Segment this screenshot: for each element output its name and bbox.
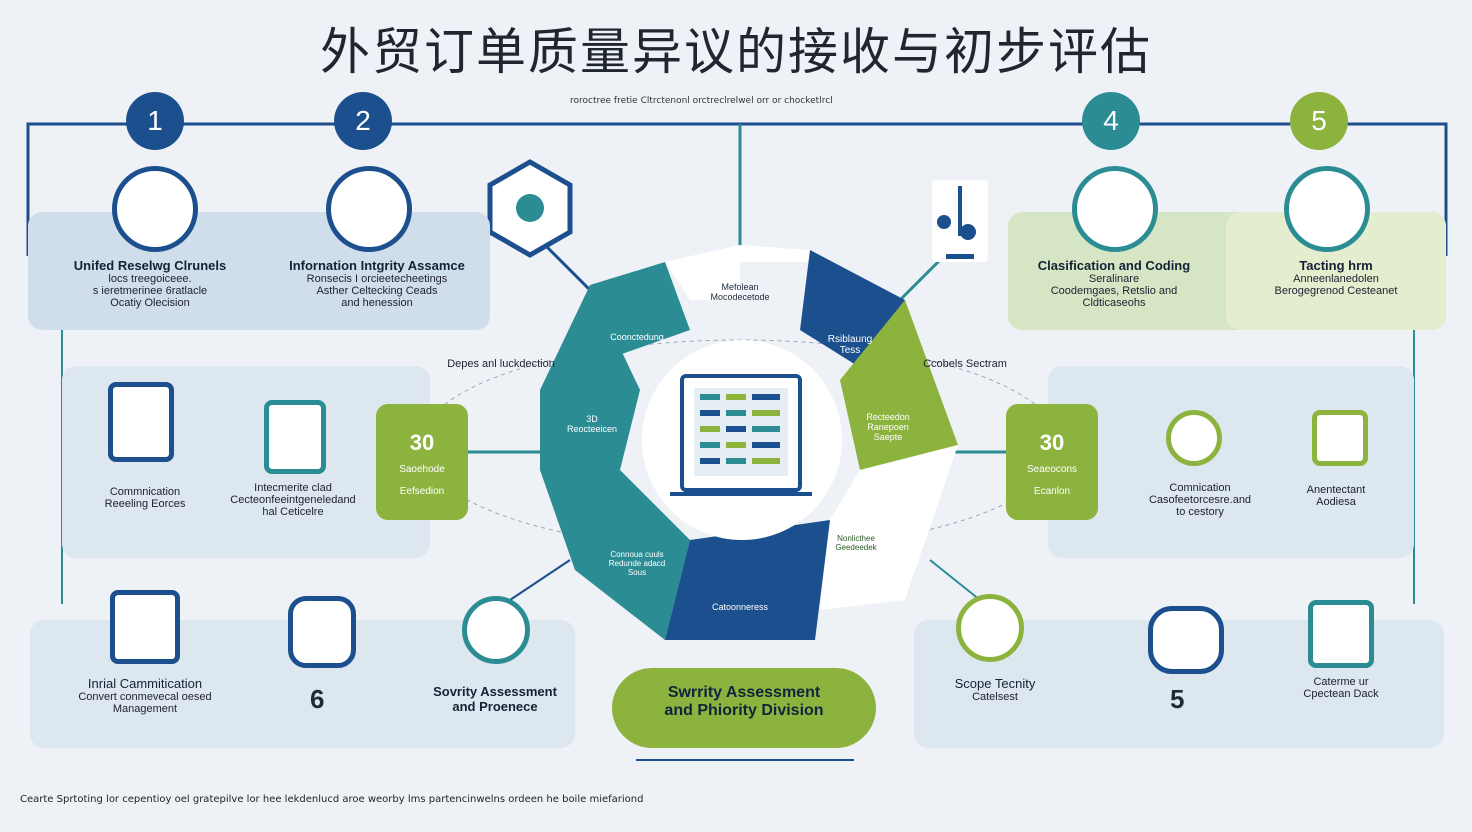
page-title: 外贸订单质量异议的接收与初步评估: [320, 23, 1152, 81]
step-2-badge: 2: [334, 92, 392, 150]
wheel-seg-r: [840, 300, 958, 470]
caption-left: Depes anl luckdection: [447, 358, 555, 370]
integrity-icon: [326, 166, 412, 252]
comm-receiving-label: Commnication Reeeling Eorces: [104, 486, 186, 510]
scope-icon: [956, 594, 1024, 662]
channels-icon: [112, 166, 198, 252]
step-2-label: Infornation Intgrity Assamce Ronsecis I …: [289, 258, 465, 309]
analysis-label: Anentectant Aodiesa: [1306, 484, 1366, 508]
severity-icon: [462, 596, 530, 664]
step-4-badge: 4: [1082, 92, 1140, 150]
document-icon: [108, 382, 174, 462]
connector-bl: [509, 559, 571, 601]
caption-right: Ccobels Sectram: [923, 358, 1007, 370]
tracking-icon: [1284, 166, 1370, 252]
wheel-seg-b: [665, 520, 830, 640]
wheel-seg-br: [820, 445, 958, 610]
connector-br: [929, 559, 981, 601]
feedback-icon: [1308, 600, 1374, 668]
wheel-seg-l: [540, 285, 640, 470]
house-icon: [110, 590, 180, 664]
bottom-number-5: 5: [1170, 684, 1185, 714]
comm-customer-label: Comnication Casofeetorcesre.and to cesto…: [1148, 482, 1252, 518]
footer-note: Cearte Sprtoting lor cepentioy oel grate…: [20, 794, 644, 805]
step-1-badge: 1: [126, 92, 184, 150]
analysis-icon: [1312, 410, 1368, 466]
shield-icon: [288, 596, 356, 668]
clipboard-icon: [264, 400, 326, 474]
wheel-seg-tl: [590, 262, 690, 360]
wheel-label-b: Catoonneress: [711, 602, 769, 612]
step-4-label: Clasification and Coding Seralinare Cood…: [1037, 258, 1191, 309]
check-icon: [1166, 410, 1222, 466]
step-5-badge: 5: [1290, 92, 1348, 150]
top-frame-line: [26, 122, 1448, 256]
initial-comm-label: Inrial Cammitication Convert conmevecal …: [78, 676, 212, 715]
top-left-panel: [28, 212, 490, 330]
step-5-label: Tacting hrm Anneenlanedolen Berogegrenod…: [1274, 258, 1398, 297]
box-right: 30 Seaeocons Ecanlon: [1006, 404, 1098, 520]
coding-icon: [1072, 166, 1158, 252]
box-left: 30 Saoehode Eefsedion: [376, 404, 468, 520]
integrity-check-label: Intecmerite clad Cecteonfeeintgeneledand…: [230, 482, 356, 518]
wheel-seg-bl: [540, 470, 690, 640]
process-wheel: [540, 245, 958, 640]
bottom-number-6: 6: [310, 684, 325, 714]
wheel-label-tl: Coonctedung: [610, 332, 664, 342]
subtitle: roroctree fretie Cltrctenonl orctreclrel…: [570, 96, 833, 106]
house-arrow-icon: [1148, 606, 1224, 674]
step-1-label: Unifed Reselwg Clrunels locs treegoiceee…: [73, 258, 227, 309]
severity-priority-pill: Swrrity Assessment and Phiority Division: [612, 668, 876, 748]
